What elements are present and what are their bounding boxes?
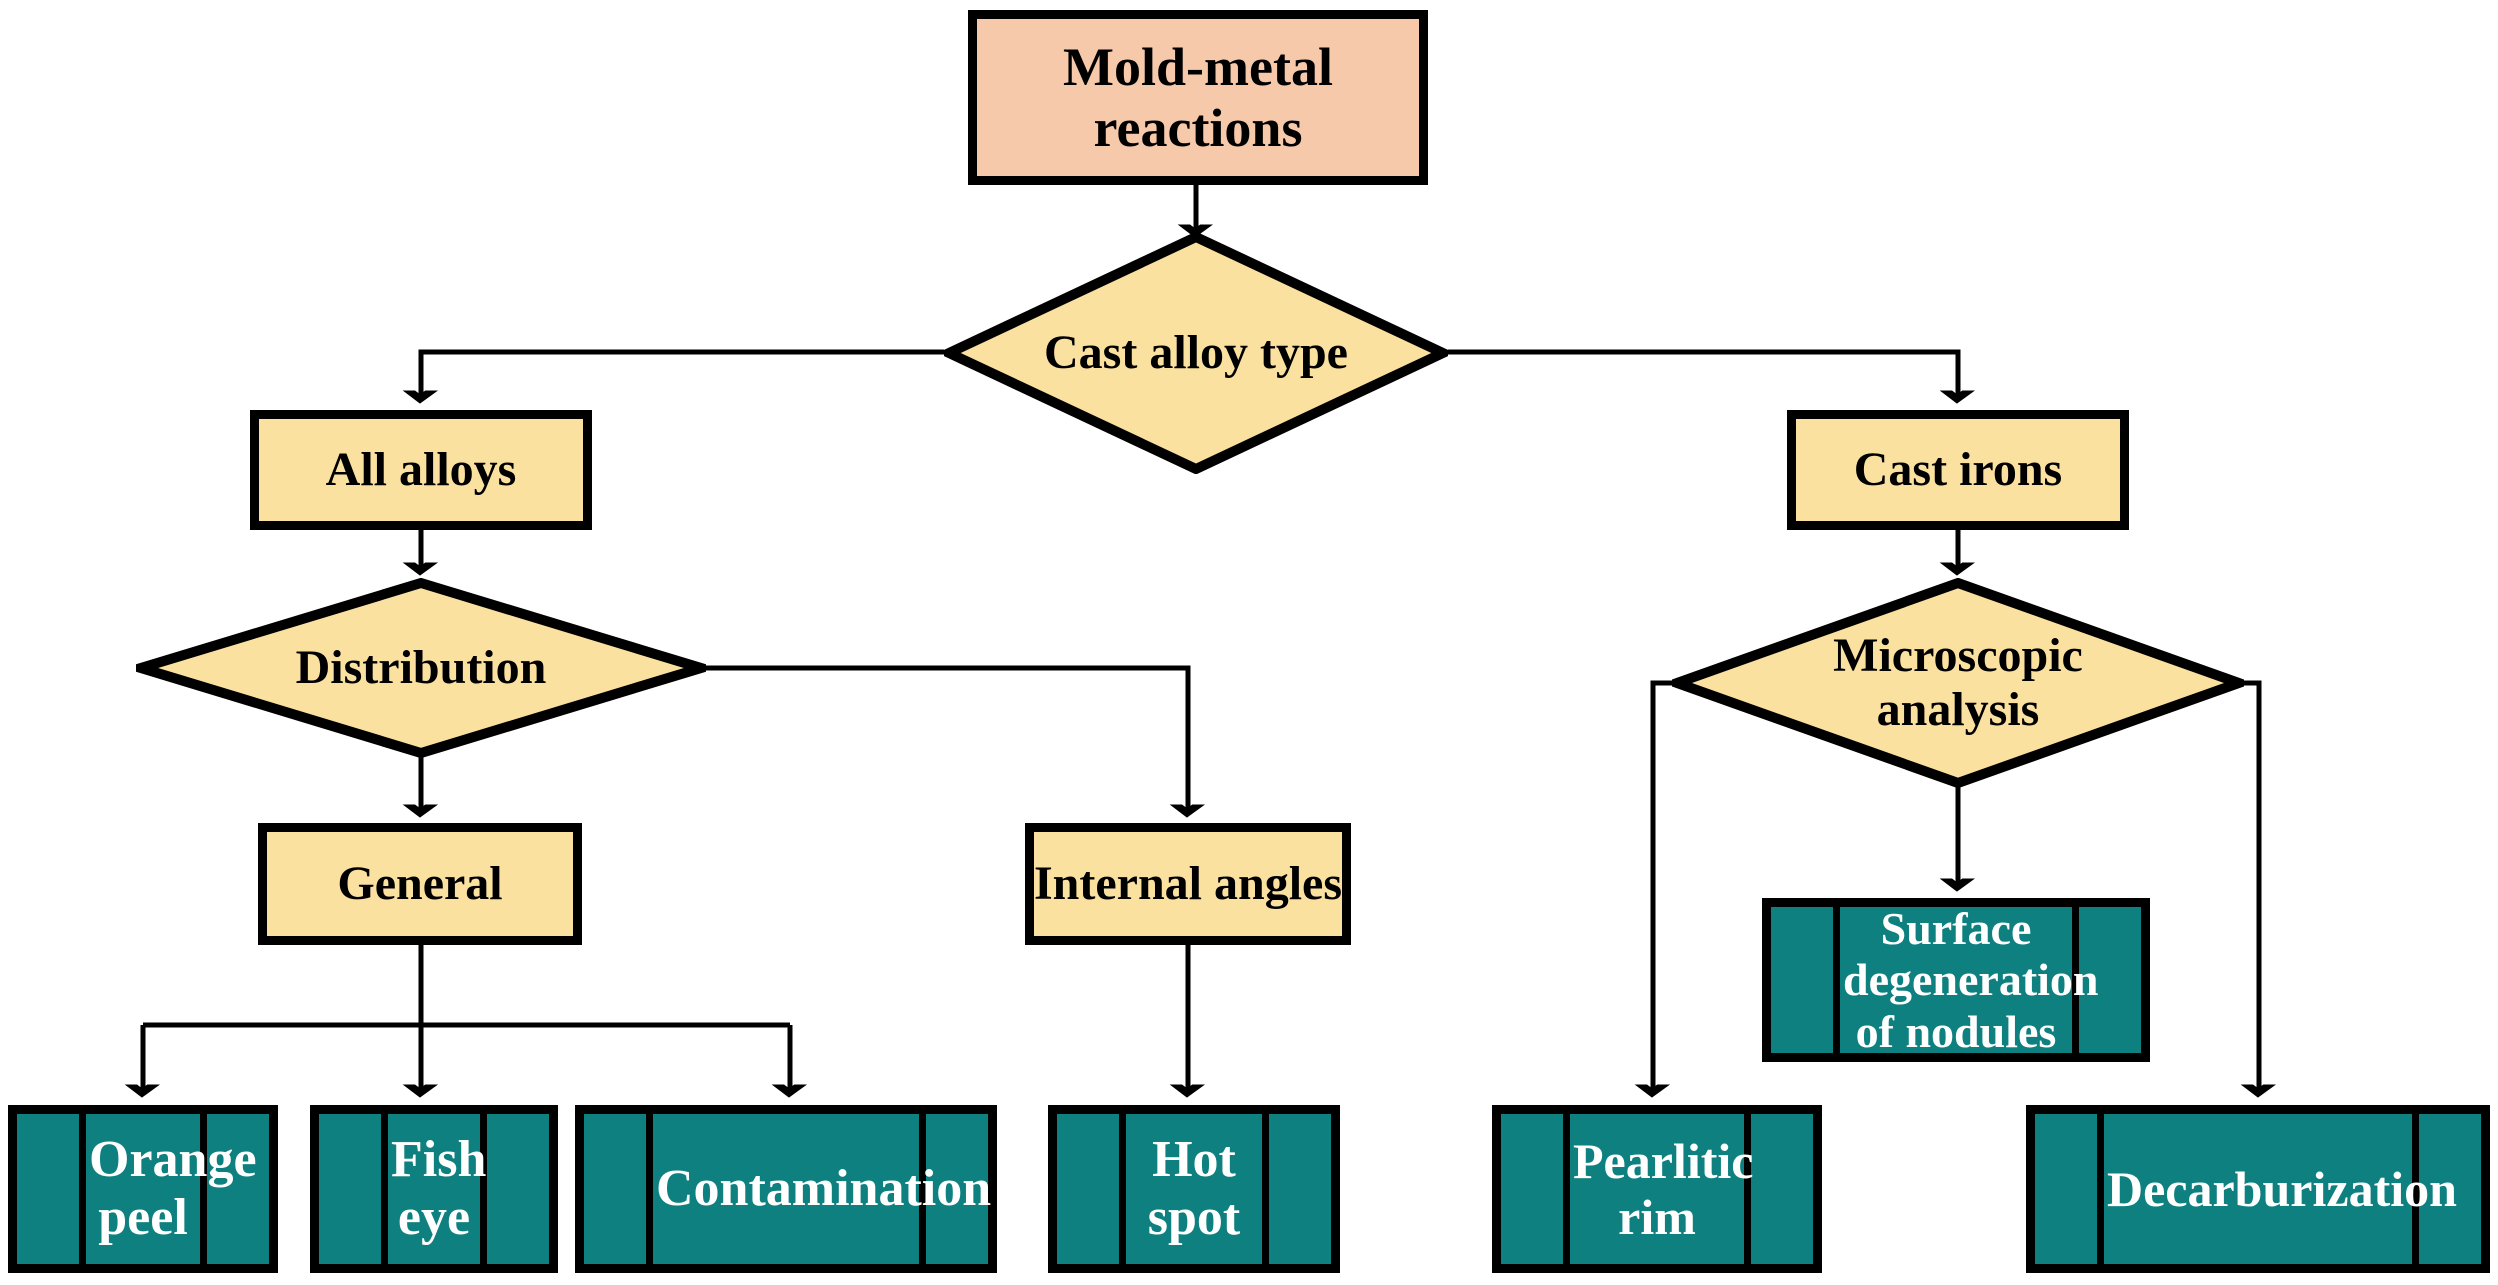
node-root-label: Mold-metal reactions	[1063, 37, 1333, 158]
node-cast-alloy-type[interactable]: Cast alloy type	[944, 232, 1448, 474]
edge-distribution-to-internal-angles	[706, 665, 1188, 812]
predefined-process-left-bar	[1833, 907, 1840, 1053]
node-orange-peel[interactable]: Orange peel	[8, 1105, 278, 1273]
predefined-process-left-bar	[646, 1114, 653, 1264]
node-root[interactable]: Mold-metal reactions	[968, 10, 1428, 185]
node-orange-peel-label: Orange peel	[89, 1130, 257, 1246]
node-internal-angles[interactable]: Internal angles	[1025, 823, 1351, 945]
predefined-process-left-bar	[381, 1114, 388, 1264]
node-fish-eye[interactable]: Fish eye	[310, 1105, 558, 1273]
predefined-process-right-bar	[480, 1114, 487, 1264]
node-cast-irons-label: Cast irons	[1853, 443, 2063, 497]
node-all-alloys[interactable]: All alloys	[250, 410, 592, 530]
predefined-process-right-bar	[919, 1114, 926, 1264]
predefined-process-left-bar	[2097, 1114, 2104, 1264]
predefined-process-right-bar	[200, 1114, 207, 1264]
node-contamination[interactable]: Contamination	[575, 1105, 997, 1273]
diamond-shape	[944, 232, 1448, 474]
node-pearlitic-rim-label: Pearlitic rim	[1573, 1133, 1754, 1245]
node-hot-spot-label: Hot spot	[1147, 1130, 1241, 1246]
predefined-process-left-bar	[79, 1114, 86, 1264]
node-hot-spot[interactable]: Hot spot	[1048, 1105, 1340, 1273]
node-internal-angles-label: Internal angles	[1034, 857, 1343, 911]
edge-microscopic-analysis-to-pearlitic-rim	[1653, 680, 1672, 1092]
node-contamination-label: Contamination	[656, 1159, 992, 1217]
node-general-label: General	[337, 857, 503, 911]
predefined-process-right-bar	[1744, 1114, 1751, 1264]
edge-microscopic-analysis-to-decarburization	[2244, 680, 2259, 1092]
predefined-process-left-bar	[1563, 1114, 1570, 1264]
predefined-process-left-bar	[1119, 1114, 1126, 1264]
node-cast-alloy-type-label: Cast alloy type	[1044, 326, 1348, 380]
node-distribution-label: Distribution	[295, 641, 547, 695]
node-surface-degeneration-label: Surface degeneration of nodules	[1843, 902, 2099, 1057]
edge-cast-alloy-type-to-all-alloys	[421, 349, 944, 398]
predefined-process-right-bar	[1262, 1114, 1269, 1264]
node-general[interactable]: General	[258, 823, 582, 945]
predefined-process-right-bar	[2072, 907, 2079, 1053]
diamond-shape	[1672, 578, 2244, 788]
node-decarburization[interactable]: Decarburization	[2026, 1105, 2490, 1273]
node-microscopic-analysis[interactable]: Microscopic analysis	[1672, 578, 2244, 788]
node-fish-eye-label: Fish eye	[391, 1130, 487, 1246]
edge-cast-alloy-type-to-cast-irons	[1448, 349, 1958, 398]
predefined-process-right-bar	[2412, 1114, 2419, 1264]
node-decarburization-label: Decarburization	[2107, 1161, 2457, 1217]
node-distribution[interactable]: Distribution	[136, 578, 706, 758]
node-pearlitic-rim[interactable]: Pearlitic rim	[1492, 1105, 1822, 1273]
node-surface-degeneration[interactable]: Surface degeneration of nodules	[1762, 898, 2150, 1062]
node-all-alloys-label: All alloys	[325, 443, 517, 497]
node-microscopic-analysis-label: Microscopic analysis	[1833, 629, 2083, 736]
node-cast-irons[interactable]: Cast irons	[1787, 410, 2129, 530]
